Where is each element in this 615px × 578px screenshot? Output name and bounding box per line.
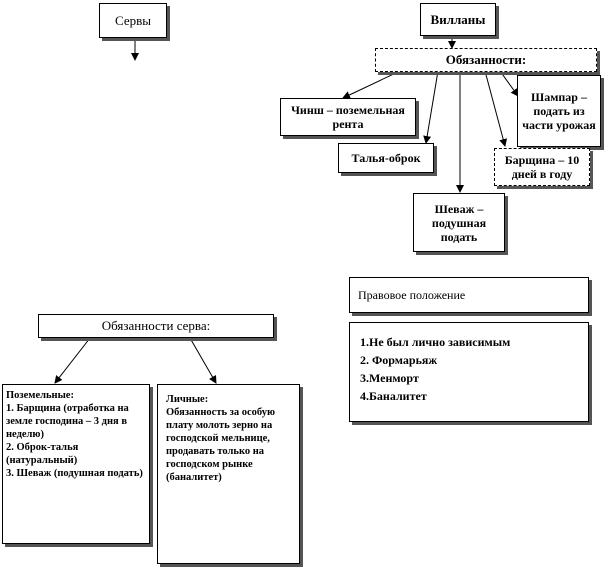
talya-box: Талья-оброк [338, 143, 434, 173]
arrow-to-barshchina [484, 70, 508, 147]
talya-label: Талья-оброк [351, 150, 421, 165]
legal-item-1: 1.Не был лично зависимым [360, 335, 511, 349]
legal-list-box: 1.Не был лично зависимым 2. Формарьяж 3.… [349, 322, 589, 422]
legal-list: 1.Не был лично зависимым 2. Формарьяж 3.… [360, 333, 578, 405]
arrow-to-chinsh [342, 70, 401, 99]
legal-title: Правовое положение [358, 287, 466, 302]
arrow-to-land-duties [54, 337, 91, 384]
shevazh-box: Шеваж – подушная подать [413, 193, 505, 252]
personal-duties-text: Обязанность за особую плату молоть зерно… [166, 407, 276, 483]
land-duty-3: 3. Шеваж (подушная подать) [6, 468, 143, 479]
arrow-to-talya [423, 70, 439, 144]
serf-duties-title: Обязанности серва: [101, 318, 211, 333]
land-duty-1: 1. Барщина (отработка на земле господина… [6, 403, 129, 440]
land-duties-heading: Поземельные: [6, 390, 74, 401]
barshchina-label: Барщина – 10 дней в году [504, 153, 580, 181]
chinsh-box: Чинш – поземельная рента [280, 98, 416, 136]
villans-box: Вилланы [420, 3, 496, 36]
shamper-box: Шампар – подать из части урожая [517, 75, 601, 147]
legal-item-4: 4.Баналитет [360, 389, 427, 403]
legal-item-2: 2. Формарьяж [360, 353, 438, 367]
serfs-title: Сервы [115, 12, 151, 28]
serf-duties-box: Обязанности серва: [38, 314, 274, 338]
shevazh-label: Шеваж – подушная подать [431, 201, 487, 244]
land-duties-box: Поземельные: 1. Барщина (отработка на зе… [2, 384, 150, 544]
land-duty-2: 2. Оброк-талья (натуральный) [6, 442, 79, 466]
serfs-box: Сервы [99, 3, 167, 38]
legal-item-3: 3.Менморт [360, 371, 419, 385]
villan-duties-box: Обязанности: [375, 48, 597, 72]
personal-duties-heading: Личные: [166, 394, 209, 405]
villans-title: Вилланы [430, 11, 486, 27]
barshchina-box: Барщина – 10 дней в году [494, 148, 590, 186]
arrow-to-personal-duties [189, 337, 217, 384]
shamper-label: Шампар – подать из части урожая [522, 90, 596, 132]
villan-duties-title: Обязанности: [445, 52, 527, 67]
arrow-to-shamper [499, 70, 519, 97]
personal-duties-box: Личные: Обязанность за особую плату моло… [157, 384, 300, 564]
legal-title-box: Правовое положение [349, 277, 589, 313]
chinsh-label: Чинш – поземельная рента [291, 103, 405, 131]
